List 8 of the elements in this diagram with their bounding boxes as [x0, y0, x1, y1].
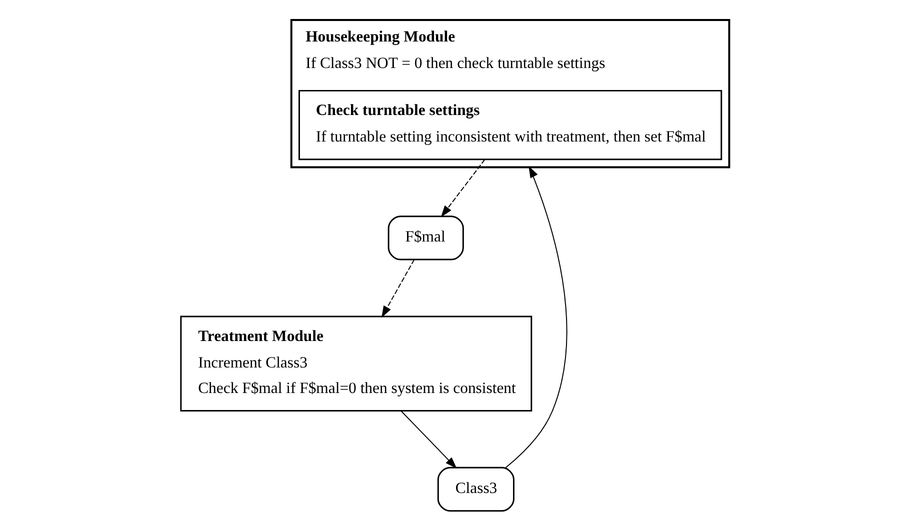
arrow: [400, 410, 456, 469]
arrow: [380, 259, 414, 318]
node-box: Class3: [436, 466, 514, 512]
node-box: Check turntable settings If turntable setting inconsistent with treatment, then set F$mal: [298, 90, 722, 160]
arrow: [440, 159, 485, 218]
node-box: F$mal: [387, 216, 464, 260]
node-box: Treatment Module Increment Class3 Check F$mal if F$mal=0 then system is consistent: [180, 316, 532, 412]
arrow: [504, 166, 567, 468]
